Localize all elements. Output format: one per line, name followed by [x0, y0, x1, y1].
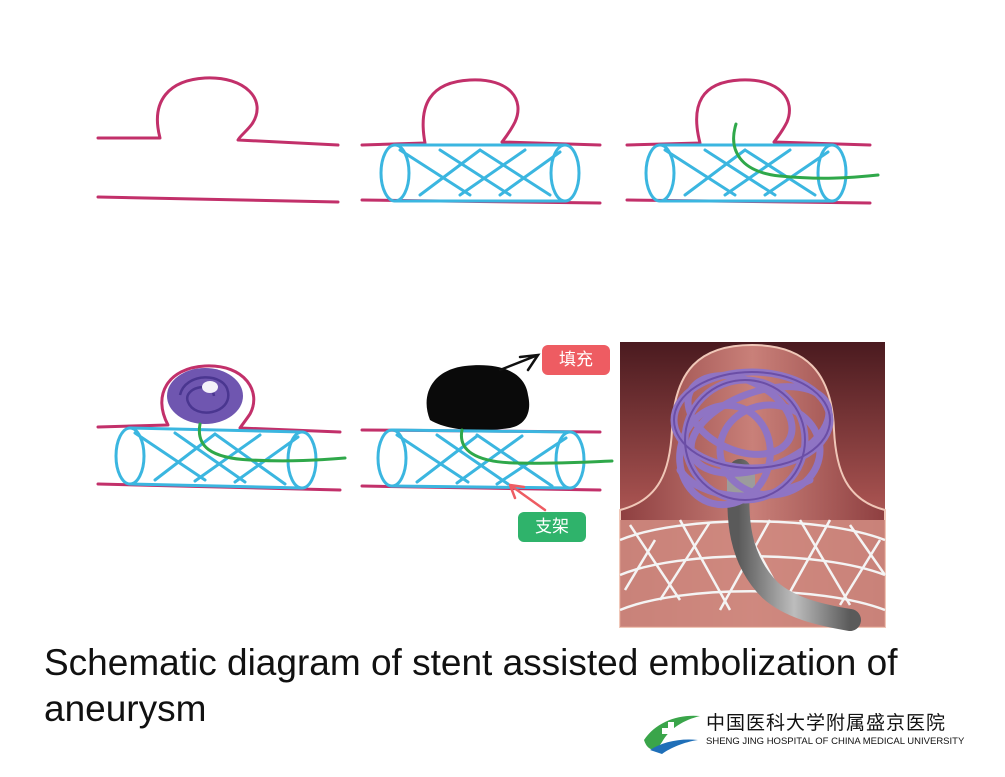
panel-1-aneurysm — [96, 76, 340, 204]
fill-callout-label: 填充 — [542, 345, 610, 375]
coil-mass-icon — [167, 368, 243, 424]
panel-3-microcatheter — [625, 78, 880, 205]
stent — [114, 426, 318, 490]
panel-5-filled — [360, 353, 614, 512]
embolization-filling — [426, 365, 530, 431]
microcatheter-wire — [732, 122, 880, 180]
vessel-bottom-wall — [96, 195, 340, 204]
stent-arrow-icon — [508, 483, 547, 512]
vessel-top-wall — [96, 364, 342, 434]
stent — [644, 143, 848, 203]
hospital-name-en: SHENG JING HOSPITAL OF CHINA MEDICAL UNI… — [706, 736, 965, 747]
figure-caption: Schematic diagram of stent assisted embo… — [44, 642, 898, 729]
stent — [379, 143, 581, 203]
stent-callout-label: 支架 — [518, 512, 586, 542]
hospital-logo-icon — [644, 715, 700, 754]
stent — [376, 428, 586, 490]
hospital-name-cn: 中国医科大学附属盛京医院 — [706, 712, 947, 734]
vessel-top-wall — [360, 78, 602, 147]
vessel-top-wall — [96, 76, 340, 147]
vessel-top-wall — [625, 78, 872, 147]
panel-4-coils — [96, 364, 347, 492]
catheter — [727, 459, 861, 631]
microcatheter-wire — [197, 422, 347, 463]
panel-2-stent — [360, 78, 602, 205]
illustration-3d — [619, 342, 887, 631]
microcatheter-wire — [459, 428, 614, 465]
hospital-logo: 中国医科大学附属盛京医院 SHENG JING HOSPITAL OF CHIN… — [640, 706, 980, 756]
fill-arrow-icon — [498, 353, 541, 372]
